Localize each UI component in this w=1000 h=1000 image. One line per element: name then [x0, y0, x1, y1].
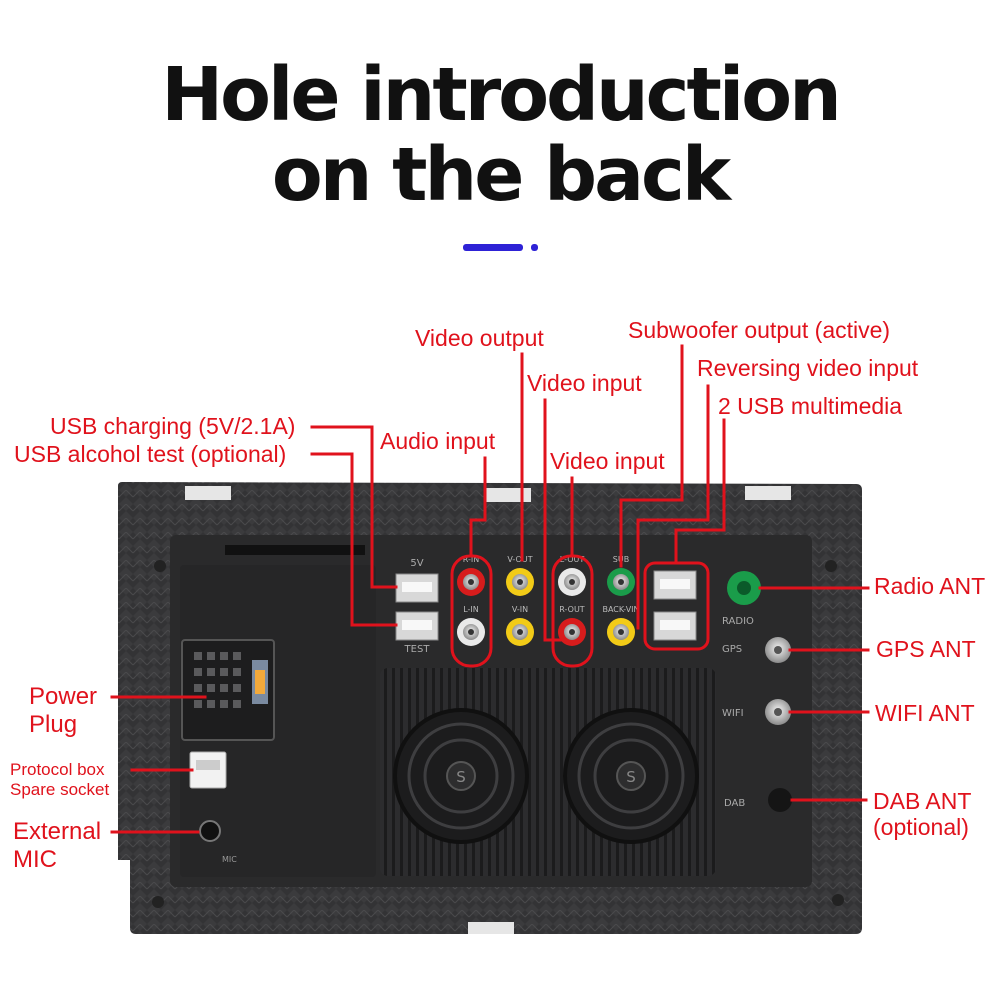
label-power-plug-line2: Plug [29, 710, 78, 738]
label-protocol-box: Protocol box Spare socket [10, 760, 109, 801]
title-underline-bar [463, 244, 523, 251]
print-l-in: L-IN [463, 605, 479, 614]
label-usb-charging: USB charging (5V/2.1A) [50, 413, 296, 439]
label-dab-ant: DAB ANT (optional) [873, 788, 971, 841]
leader-lines [110, 344, 870, 834]
print-r-out: R-OUT [559, 605, 584, 614]
print-wifi: WIFI [722, 708, 744, 719]
label-power-plug: Power Plug [29, 683, 97, 738]
print-radio: RADIO [722, 616, 754, 627]
power-plug-socket [181, 639, 275, 741]
label-external-mic-line1: External [13, 818, 102, 845]
label-power-plug-line1: Power [29, 683, 98, 710]
mic-print: MIC [222, 855, 237, 864]
title-line-2: on the back [271, 132, 731, 218]
print-5v: 5V [410, 558, 423, 569]
label-external-mic: External MIC [13, 818, 101, 873]
print-gps: GPS [722, 644, 742, 655]
print-back-vin: BACK-VIN [602, 605, 639, 614]
label-dab-ant-line2: (optional) [873, 814, 969, 841]
label-gps-ant: GPS ANT [876, 636, 976, 662]
label-radio-ant: Radio ANT [874, 573, 986, 599]
label-wifi-ant: WIFI ANT [875, 700, 975, 726]
label-protocol-box-line1: Protocol box [10, 760, 105, 779]
label-video-output: Video output [415, 325, 544, 351]
fan-logo-right: S [626, 768, 636, 786]
usb-ports-right [643, 561, 710, 651]
label-usb-alcohol-test: USB alcohol test (optional) [14, 441, 287, 467]
rca-jacks: R-IN L-IN V-OUT V-IN L-OUT R-OUT SUB BAC… [450, 554, 640, 668]
label-audio-input: Audio input [380, 428, 496, 454]
print-test: TEST [404, 644, 431, 655]
title-line-1: Hole introduction [161, 52, 842, 138]
label-dab-ant-line1: DAB ANT [873, 788, 972, 814]
protocol-spare-socket [189, 751, 227, 789]
fan-housing: S S [380, 668, 716, 876]
print-l-out: L-OUT [560, 555, 585, 564]
label-external-mic-line2: MIC [13, 845, 57, 873]
label-reversing-video-input: Reversing video input [697, 355, 919, 381]
print-v-in: V-IN [512, 605, 528, 614]
title-underline-dot [531, 244, 538, 251]
antenna-column: RADIO GPS WIFI DAB [716, 540, 812, 880]
fan-logo-left: S [456, 768, 466, 786]
print-r-in: R-IN [463, 555, 479, 564]
label-subwoofer-output: Subwoofer output (active) [628, 317, 891, 343]
print-v-out: V-OUT [507, 555, 532, 564]
label-protocol-box-line2: Spare socket [10, 780, 110, 800]
usb-ports-left: 5V TEST [395, 558, 439, 655]
label-video-input-1: Video input [527, 370, 642, 396]
mic-jack: MIC [199, 820, 237, 864]
label-video-input-2: Video input [550, 448, 665, 474]
print-dab: DAB [724, 798, 745, 809]
label-usb-multimedia: 2 USB multimedia [718, 393, 903, 419]
